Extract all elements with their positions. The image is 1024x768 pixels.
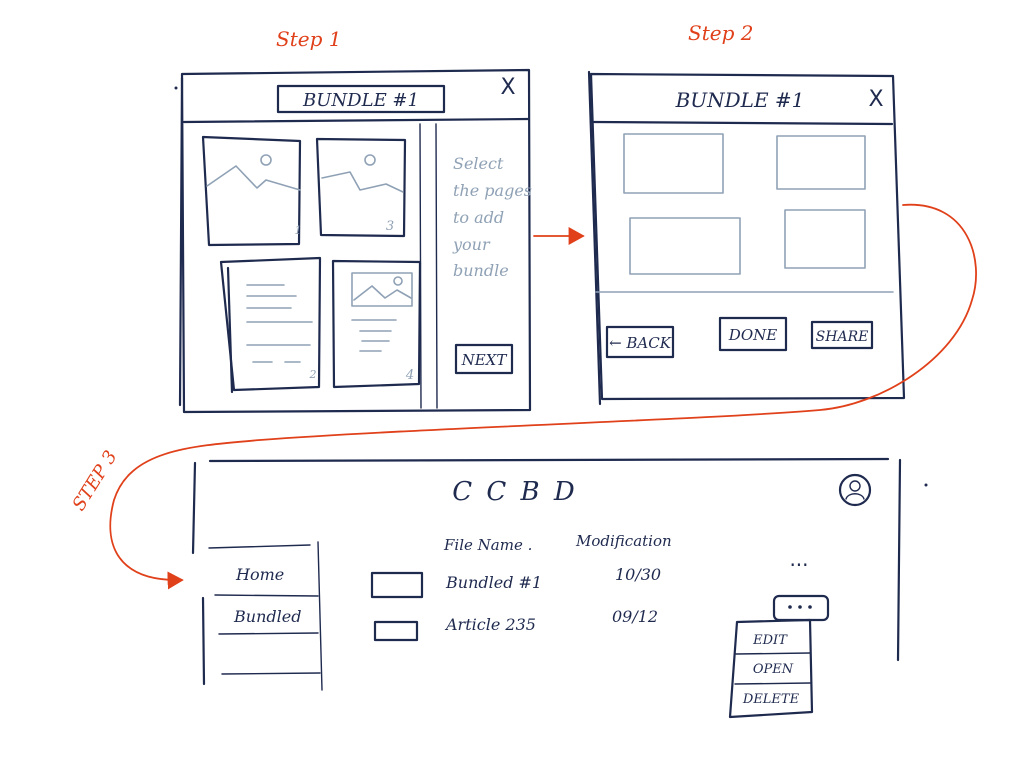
thumbnail-page-2[interactable]: [219, 256, 322, 394]
step2-title: BUNDLE #1: [675, 88, 805, 112]
step-1-label: Step 1: [276, 27, 341, 51]
back-button[interactable]: ← BACK: [605, 325, 675, 359]
instruction-line: bundle: [453, 261, 509, 280]
instruction-line: your: [452, 235, 491, 254]
done-button-label: DONE: [728, 326, 777, 344]
step3-window: [191, 457, 902, 686]
thumbnail-page-3[interactable]: [315, 137, 407, 238]
step1-close-icon[interactable]: X: [500, 75, 515, 100]
done-button[interactable]: DONE: [718, 316, 788, 352]
sidebar-item-home[interactable]: Home: [235, 565, 284, 584]
thumbnail-2-number: 2: [309, 368, 317, 381]
sidebar: [208, 541, 323, 691]
step1-instructions: Select the pages to add your bundle: [452, 154, 532, 280]
thumbnail-1-number: 1: [295, 224, 302, 237]
context-menu-edit[interactable]: EDIT: [752, 633, 788, 648]
step2-window: [587, 70, 906, 406]
thumbnail-4-number: 4: [405, 368, 414, 383]
selected-page-slot[interactable]: [629, 217, 741, 275]
step2-close-icon[interactable]: X: [868, 87, 883, 112]
selected-page-slot[interactable]: [623, 133, 724, 194]
thumbnail-3-number: 3: [386, 219, 394, 234]
back-button-label: ← BACK: [609, 334, 672, 352]
step1-window: [178, 68, 532, 414]
share-button[interactable]: SHARE: [810, 320, 874, 350]
file-date: 10/30: [615, 565, 661, 584]
stray-dot: [174, 86, 178, 90]
file-name: Bundled #1: [445, 573, 542, 592]
instruction-line: Select: [453, 154, 504, 173]
table-row[interactable]: Article 235 09/12: [373, 607, 658, 642]
share-button-label: SHARE: [816, 329, 869, 345]
column-header-file-name[interactable]: File Name .: [443, 536, 532, 554]
selected-page-slot[interactable]: [784, 209, 866, 269]
instruction-line: to add: [453, 208, 504, 227]
step1-title-box: [276, 84, 446, 114]
sidebar-item-bundled[interactable]: Bundled: [233, 607, 301, 626]
app-title: C C B D: [452, 477, 578, 507]
stray-dot: [924, 483, 928, 487]
thumbnail-page-1[interactable]: [201, 135, 302, 247]
step1-title: BUNDLE #1: [302, 90, 419, 111]
instruction-line: the pages: [453, 181, 532, 200]
file-name: Article 235: [444, 615, 536, 634]
more-options-icon[interactable]: ...: [789, 547, 808, 571]
next-button[interactable]: NEXT: [454, 343, 514, 375]
step2-selected-pages: [623, 133, 866, 275]
table-row[interactable]: Bundled #1 10/30: [370, 565, 661, 599]
thumbnail-page-4[interactable]: [331, 259, 422, 389]
context-menu: [728, 618, 814, 719]
file-date: 09/12: [612, 607, 658, 626]
context-menu-delete[interactable]: DELETE: [742, 692, 800, 707]
selected-page-slot[interactable]: [776, 135, 866, 190]
user-avatar-icon[interactable]: [838, 473, 872, 507]
next-button-label: NEXT: [461, 351, 508, 369]
step-2-label: Step 2: [688, 21, 753, 45]
more-options-button[interactable]: [772, 594, 830, 622]
file-icon: [373, 620, 419, 642]
file-icon: [370, 571, 424, 599]
context-menu-open[interactable]: OPEN: [753, 662, 794, 677]
arrow-step2-to-step3: [109, 203, 977, 590]
column-header-modification[interactable]: Modification: [575, 532, 672, 550]
